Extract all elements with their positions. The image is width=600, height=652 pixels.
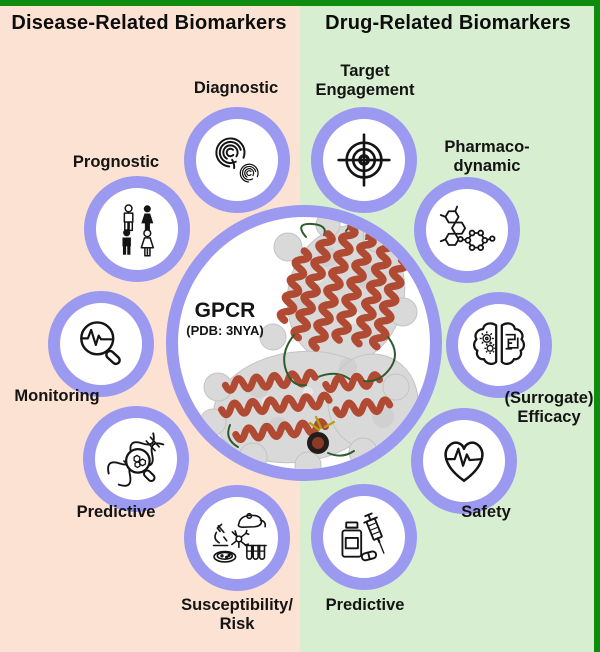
label-monitoring: Monitoring	[14, 387, 100, 405]
drug-header: Drug-Related Biomarkers	[325, 12, 571, 34]
magnifier-pulse-icon	[80, 321, 121, 366]
preclinical-lab-icon	[212, 512, 267, 563]
node-susceptibility-risk	[184, 485, 290, 591]
dna-magnifier-icon	[107, 432, 165, 487]
helix-end-ring	[307, 432, 329, 454]
node-monitoring	[48, 291, 154, 397]
top-border	[0, 0, 600, 6]
fingerprint-icon	[215, 137, 259, 183]
family-people-icon	[122, 204, 155, 257]
node-prognostic	[84, 176, 190, 282]
brain-gears-icon	[473, 322, 525, 365]
node-pharmacodynamic	[414, 177, 520, 283]
target-icon	[337, 133, 391, 187]
right-border	[594, 0, 600, 652]
node-safety	[411, 408, 517, 514]
label-safety: Safety	[461, 503, 511, 521]
gpcr-pdb-subtitle: (PDB: 3NYA)	[186, 323, 264, 338]
chemical-structures-icon	[439, 205, 496, 251]
node-predictive-drug	[311, 484, 417, 590]
gpcr-structure-image	[199, 217, 419, 469]
heart-pulse-icon	[444, 441, 484, 482]
label-prognostic: Prognostic	[72, 153, 160, 171]
node-predictive-disease	[83, 406, 189, 512]
medication-syringe-icon	[341, 512, 385, 562]
gpcr-title: GPCR	[194, 299, 256, 322]
node-target-engagement	[311, 107, 417, 213]
label-predictive-drug: Predictive	[325, 596, 405, 614]
label-susceptibility-risk: Susceptibility/ Risk	[181, 596, 293, 633]
label-predictive-disease: Predictive	[76, 503, 156, 521]
label-target-engagement: Target Engagement	[315, 62, 415, 99]
label-diagnostic: Diagnostic	[193, 79, 279, 97]
disease-header: Disease-Related Biomarkers	[11, 12, 287, 34]
label-surrogate-efficacy: (Surrogate) Efficacy	[504, 389, 594, 426]
node-diagnostic	[184, 107, 290, 213]
node-surrogate-efficacy	[446, 292, 552, 398]
central-gpcr-circle: GPCR (PDB: 3NYA)	[166, 205, 442, 481]
label-pharmacodynamic: Pharmaco- dynamic	[444, 138, 530, 175]
